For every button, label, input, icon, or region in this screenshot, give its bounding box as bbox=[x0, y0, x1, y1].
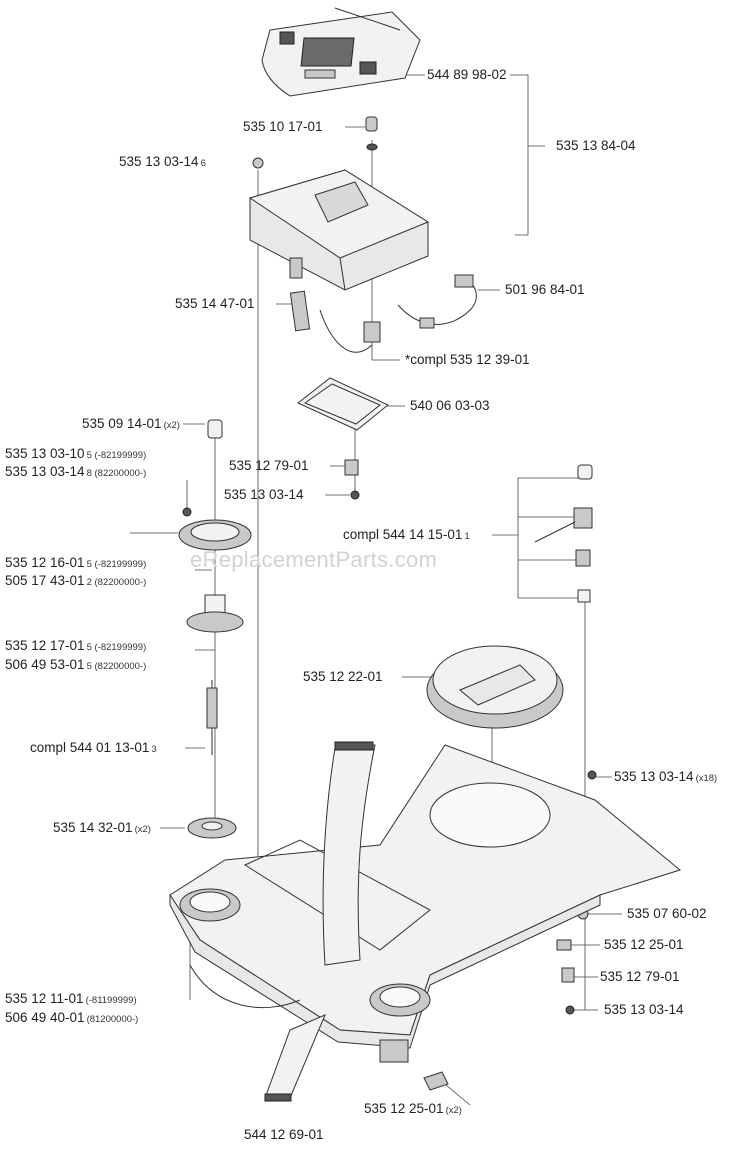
part-label-p03[interactable]: 535 13 84-04 bbox=[556, 138, 636, 153]
control-box-part bbox=[248, 169, 430, 291]
holder-part bbox=[289, 290, 311, 332]
part-label-p13[interactable]: 535 13 03-14 bbox=[224, 487, 304, 502]
part-label-p02[interactable]: 535 10 17-01 bbox=[243, 119, 323, 134]
cable-part-2 bbox=[189, 964, 301, 1009]
part-label-p05[interactable]: 535 14 47-01 bbox=[175, 296, 255, 311]
part-label-p09[interactable]: 535 09 14-01(x2) bbox=[82, 416, 180, 431]
part-label-p24[interactable]: 535 12 25-01 bbox=[604, 937, 684, 952]
part-label-p23[interactable]: 535 07 60-02 bbox=[627, 906, 707, 921]
part-label-p26[interactable]: 535 12 11-01(-81199999) bbox=[5, 991, 137, 1006]
part-label-p07[interactable]: *compl 535 12 39-01 bbox=[405, 352, 530, 367]
watermark: eReplacementParts.com bbox=[190, 547, 438, 572]
plate-part bbox=[297, 377, 389, 431]
part-label-p30[interactable]: 544 12 69-01 bbox=[244, 1127, 324, 1142]
part-label-p25[interactable]: 535 12 79-01 bbox=[600, 969, 680, 984]
part-label-p06[interactable]: 501 96 84-01 bbox=[505, 282, 585, 297]
part-label-p22[interactable]: 535 14 32-01(x2) bbox=[53, 820, 151, 835]
decal-part bbox=[261, 7, 421, 97]
hose-part bbox=[264, 741, 376, 1102]
part-label-p12[interactable]: 535 12 79-01 bbox=[229, 458, 309, 473]
part-label-p08[interactable]: 540 06 03-03 bbox=[410, 398, 490, 413]
part-label-p27[interactable]: 506 49 40-01(81200000-) bbox=[5, 1010, 139, 1025]
left-stack-parts bbox=[178, 419, 252, 839]
connector-part bbox=[344, 459, 359, 476]
cable-part bbox=[397, 274, 477, 329]
screw-part-2 bbox=[350, 490, 360, 500]
part-label-p19[interactable]: 535 12 22-01 bbox=[303, 669, 383, 684]
part-label-p28[interactable]: 535 13 03-14 bbox=[604, 1002, 684, 1017]
lid-part bbox=[426, 645, 564, 729]
part-label-p21[interactable]: 535 13 03-14(x18) bbox=[614, 769, 718, 784]
clip-part bbox=[423, 1071, 449, 1091]
screw-part bbox=[252, 157, 264, 169]
button-cap-part bbox=[365, 116, 378, 151]
part-label-p29[interactable]: 535 12 25-01(x2) bbox=[364, 1101, 462, 1116]
part-label-p01[interactable]: 544 89 98-02 bbox=[427, 67, 507, 82]
wiring-part bbox=[319, 309, 381, 353]
housing-part bbox=[169, 744, 682, 1063]
right-stack-parts bbox=[534, 464, 597, 1015]
